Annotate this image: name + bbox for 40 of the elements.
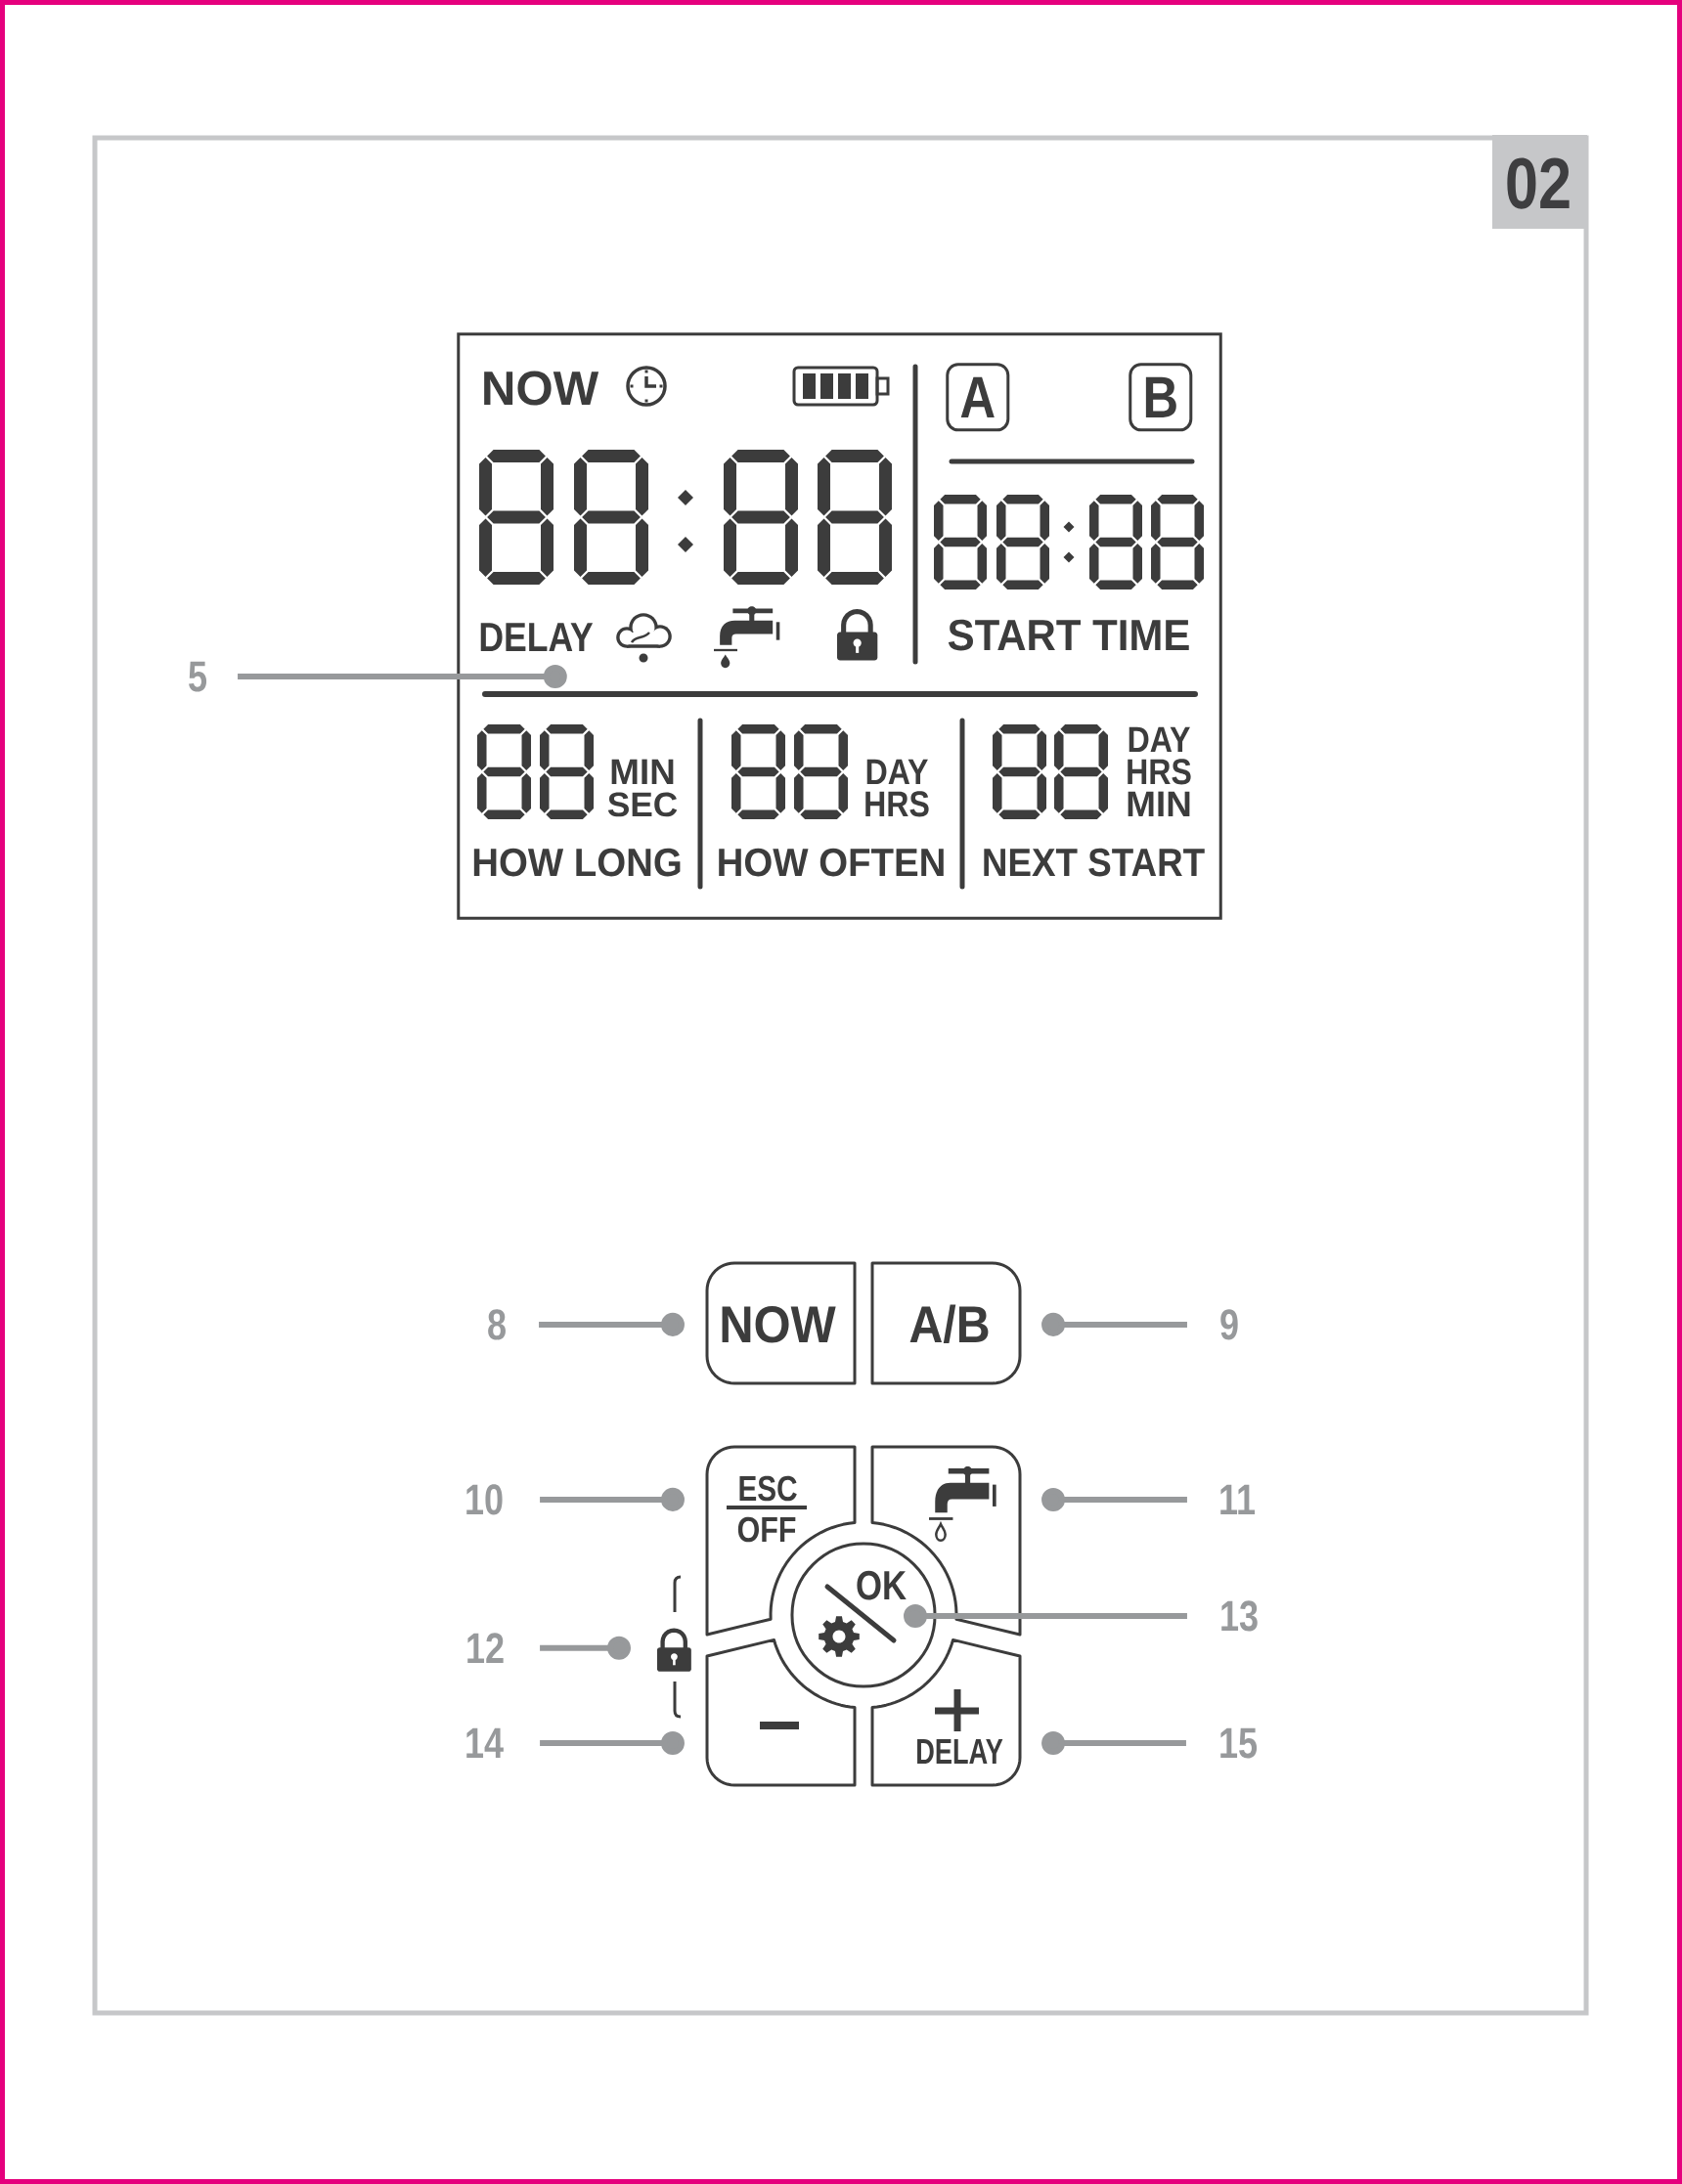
leader-line: [540, 1730, 685, 1755]
unit-label: SEC: [607, 792, 678, 817]
callout-number: 5: [189, 661, 207, 692]
unit-label: DAY: [866, 759, 928, 784]
leader-line: [904, 1603, 1187, 1628]
padlock-icon: [657, 1628, 691, 1672]
keypad-button: DELAY: [870, 1638, 1022, 1787]
display-label: HOW OFTEN: [719, 848, 944, 877]
display-label: NEXT START: [984, 848, 1205, 877]
callout-number: 10: [466, 1484, 503, 1515]
boxed-letter: B: [1129, 363, 1193, 432]
display-label: HOW LONG: [473, 848, 681, 877]
page-number: 02: [1492, 134, 1588, 229]
callout-number: 9: [1220, 1309, 1238, 1340]
leader-line: [1041, 1487, 1187, 1511]
boxed-letter: A: [946, 363, 1010, 432]
unit-label: HRS: [1128, 759, 1191, 785]
display-label: DELAY: [480, 623, 594, 651]
unit-label: MIN: [1128, 791, 1190, 816]
keypad-button: NOW: [705, 1261, 857, 1385]
leader-line: [1041, 1731, 1186, 1756]
display-label: NOW: [484, 371, 599, 406]
leader-line: [540, 1487, 685, 1511]
callout-number: 12: [467, 1633, 504, 1663]
leader-line: [238, 665, 567, 689]
callout-number: 15: [1220, 1727, 1258, 1759]
display-label: START TIME: [948, 619, 1189, 651]
callout-number: 8: [488, 1309, 506, 1340]
leader-line: [539, 1312, 685, 1336]
keypad-button: A/B: [870, 1261, 1022, 1385]
callout-number: 13: [1221, 1600, 1258, 1632]
unit-label: DAY: [1129, 726, 1190, 752]
unit-label: MIN: [611, 759, 674, 784]
keypad-button: ESC OFF: [705, 1445, 857, 1637]
leader-line: [1041, 1312, 1187, 1336]
unit-label: HRS: [865, 791, 929, 817]
callout-number: 11: [1220, 1484, 1256, 1514]
callout-number: 14: [466, 1727, 504, 1758]
ok-button: OK: [790, 1542, 937, 1688]
leader-line: [540, 1636, 631, 1660]
